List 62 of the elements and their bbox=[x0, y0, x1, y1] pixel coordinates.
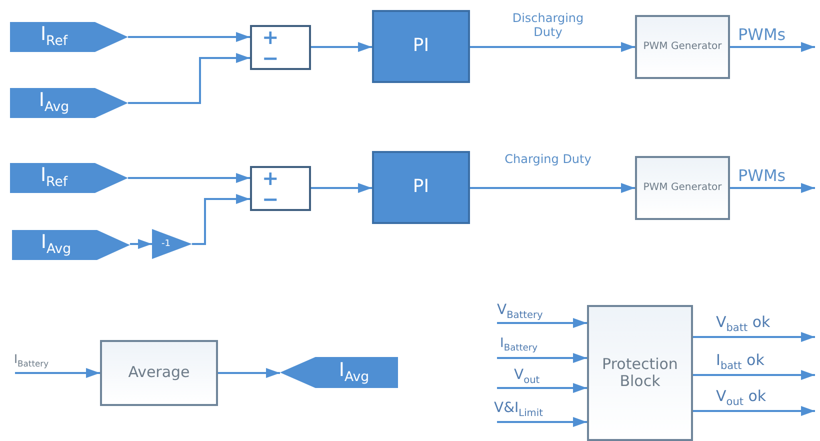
block-label: PWM Generator bbox=[642, 41, 723, 53]
arrow bbox=[693, 370, 815, 380]
signal-name: I$_{Avg}$ bbox=[338, 360, 370, 386]
controller-block bbox=[372, 10, 470, 83]
arrow bbox=[130, 239, 152, 249]
signal-tag bbox=[10, 163, 128, 193]
arrow bbox=[730, 183, 815, 193]
function-block bbox=[587, 305, 693, 441]
arrow bbox=[311, 183, 372, 193]
signal-name: I$_{Avg}$ bbox=[38, 90, 70, 116]
arrow bbox=[470, 183, 635, 193]
edge-label: V&I$_{Limit}$ bbox=[494, 400, 544, 420]
edge-label: I$_{batt}$ ok bbox=[716, 352, 766, 372]
block-label: PWM Generator bbox=[642, 182, 723, 194]
arrow bbox=[15, 368, 100, 378]
arrow bbox=[693, 332, 815, 342]
arrow bbox=[128, 32, 250, 42]
edge-label: Charging Duty bbox=[504, 153, 592, 167]
edge-label: V$_{Battery}$ bbox=[497, 302, 544, 322]
arrow bbox=[311, 42, 372, 52]
sign-symbol: + bbox=[261, 27, 280, 48]
signal-tag bbox=[12, 230, 130, 260]
arrow bbox=[128, 173, 250, 183]
function-block bbox=[635, 156, 730, 220]
arrow bbox=[470, 42, 635, 52]
sign-symbol: + bbox=[261, 168, 280, 188]
sign-symbol: − bbox=[261, 188, 280, 209]
block-label: Protection Block bbox=[601, 356, 679, 390]
sum-block bbox=[250, 166, 311, 211]
arrow bbox=[218, 368, 280, 378]
signal-tag bbox=[10, 88, 128, 118]
gain-value: -1 bbox=[162, 238, 172, 250]
arrow bbox=[192, 194, 250, 245]
controller-block bbox=[372, 151, 470, 224]
signal-tag bbox=[10, 22, 128, 52]
edge-label: V$_{batt}$ ok bbox=[716, 314, 772, 334]
function-block bbox=[100, 340, 218, 406]
sign-symbol: − bbox=[261, 48, 280, 68]
edge-label: I$_{Battery}$ bbox=[14, 353, 50, 370]
block-label: PI bbox=[412, 177, 430, 198]
arrow bbox=[497, 417, 587, 427]
block-label: PI bbox=[412, 36, 430, 57]
edge-label: PWMs bbox=[738, 167, 787, 186]
arrow bbox=[730, 42, 815, 52]
edge-label: V$_{out}$ ok bbox=[716, 388, 768, 408]
edge-label: V$_{out}$ bbox=[514, 367, 541, 386]
signal-name: I$_{Avg}$ bbox=[40, 232, 72, 258]
gain-triangle bbox=[152, 229, 192, 259]
arrow bbox=[497, 353, 587, 363]
edge-label: I$_{Battery}$ bbox=[500, 337, 539, 354]
signal-name: I$_{Ref}$ bbox=[40, 24, 69, 50]
edge-label: PWMs bbox=[738, 26, 787, 44]
edge-label: Discharging Duty bbox=[511, 12, 585, 40]
signal-name: I$_{Ref}$ bbox=[40, 165, 69, 191]
arrow bbox=[497, 318, 587, 328]
sum-block bbox=[250, 25, 311, 70]
arrow bbox=[128, 53, 250, 104]
block-label: Average bbox=[127, 364, 191, 382]
arrow bbox=[497, 383, 587, 393]
signal-tag bbox=[280, 357, 398, 388]
arrow bbox=[693, 406, 815, 416]
function-block bbox=[635, 15, 730, 79]
